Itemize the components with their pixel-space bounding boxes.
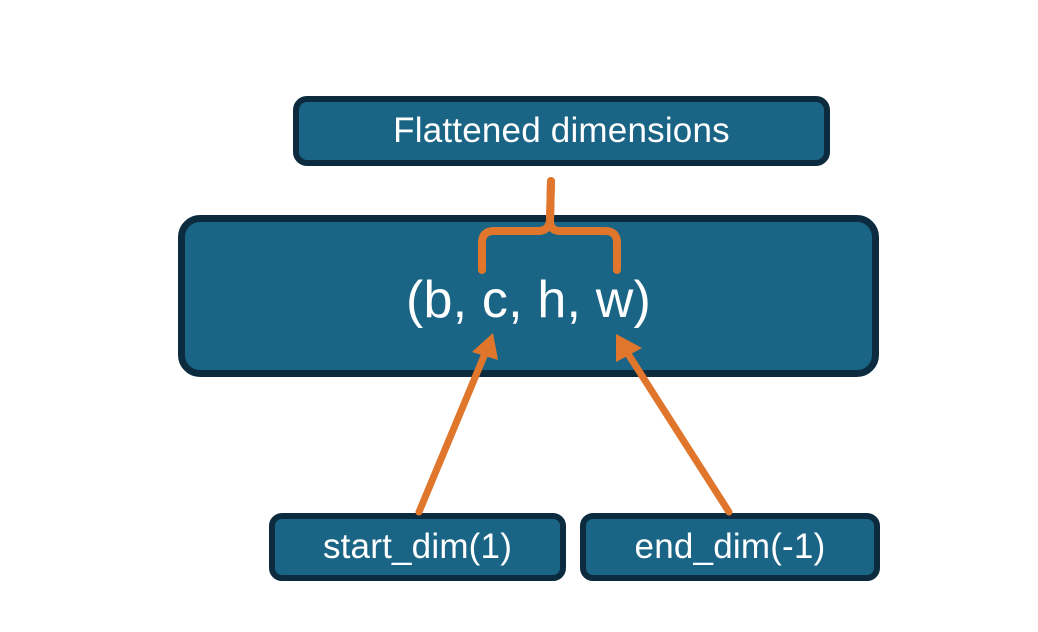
- flattened-dimensions-label: Flattened dimensions: [393, 111, 730, 150]
- end-dim-label: end_dim(-1): [634, 527, 826, 566]
- start-dim-box[interactable]: start_dim(1): [269, 513, 566, 581]
- start-dim-label: start_dim(1): [322, 527, 513, 566]
- tensor-shape-box[interactable]: (b, c, h, w): [178, 215, 879, 377]
- tensor-shape-label: (b, c, h, w): [405, 271, 652, 329]
- flattened-dimensions-box[interactable]: Flattened dimensions: [293, 96, 830, 166]
- end-dim-box[interactable]: end_dim(-1): [580, 513, 880, 581]
